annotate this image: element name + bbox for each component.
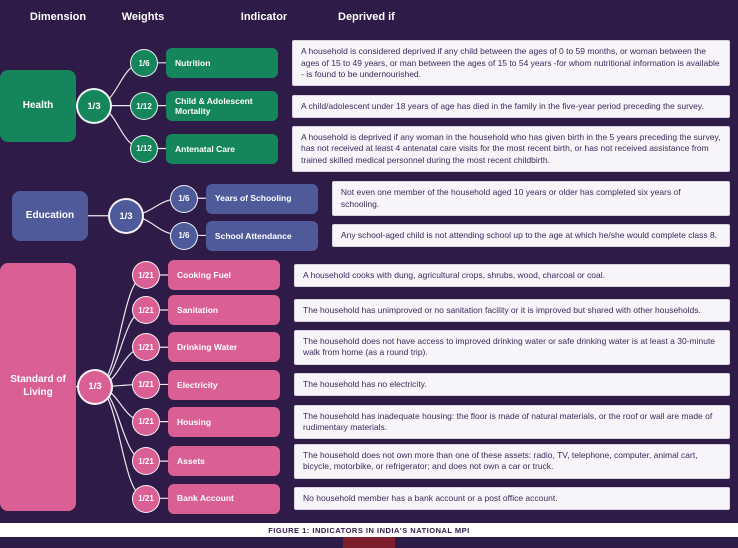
indicator-weight: 1/6 (169, 221, 198, 250)
indicator-weight: 1/6 (130, 49, 158, 78)
weight-column: 1/3 (100, 177, 152, 254)
deprivation-description: No household member has a bank account o… (294, 486, 730, 511)
indicator-box: Years of Schooling (205, 183, 318, 214)
dimension-group-education: Education 1/3 1/6 Years of Schooling Not… (0, 177, 738, 254)
indicator-weight: 1/21 (132, 333, 161, 362)
indicator-box: Antenatal Care (166, 133, 278, 164)
indicator-rows: 1/6 Nutrition A household is considered … (112, 36, 738, 175)
indicator-row-cooking-fuel: 1/21 Cooking Fuel A household cooks with… (114, 260, 738, 291)
indicator-weight: 1/21 (132, 296, 161, 325)
deprivation-description: The household does not own more than one… (294, 444, 730, 479)
indicator-row-bank-account: 1/21 Bank Account No household member ha… (114, 483, 738, 514)
logo-block (343, 537, 395, 548)
header-deprived-if: Deprived if (338, 11, 395, 23)
header-indicator: Indicator (240, 11, 288, 23)
indicator-weight: 1/12 (130, 134, 158, 163)
dimension-box-education: Education (11, 191, 88, 241)
dimension-weight-education: 1/3 (107, 198, 144, 234)
indicator-row-nutrition: 1/6 Nutrition A household is considered … (112, 40, 738, 87)
dimension-column: Standard of Living (0, 256, 76, 517)
deprivation-description: The household has unimproved or no sanit… (294, 298, 730, 322)
indicator-weight: 1/6 (169, 184, 198, 213)
indicator-row-antenatal-care: 1/12 Antenatal Care A household is depri… (112, 126, 738, 172)
deprivation-description: The household has no electricity. (294, 373, 730, 397)
dimension-group-standard-of-living: Standard of Living 1/3 1/21 Cooking Fuel… (0, 256, 738, 517)
indicator-rows: 1/6 Years of Schooling Not even one memb… (152, 177, 738, 254)
dimension-weight-health: 1/3 (76, 88, 112, 125)
weight-column: 1/3 (76, 36, 112, 175)
column-headers: Dimension Weights Indicator Deprived if (0, 9, 738, 33)
dimension-weight-standard-of-living: 1/3 (77, 368, 114, 405)
indicator-box: Assets (168, 446, 281, 477)
dimension-box-standard-of-living: Standard of Living (0, 263, 76, 511)
dimension-column: Education (0, 177, 100, 254)
deprivation-description: Not even one member of the household age… (331, 181, 730, 216)
figure-footer: FIGURE 1: INDICATORS IN INDIA'S NATIONAL… (0, 523, 738, 548)
deprivation-description: A household is considered deprived if an… (292, 40, 730, 87)
header-weights: Weights (121, 11, 165, 23)
dimension-groups: Health 1/3 1/6 Nutrition A household is … (0, 33, 738, 523)
indicator-row-years-of-schooling: 1/6 Years of Schooling Not even one memb… (152, 181, 738, 216)
dimension-column: Health (0, 36, 76, 175)
indicator-weight: 1/21 (132, 261, 161, 290)
weight-column: 1/3 (76, 256, 114, 517)
header-dimension: Dimension (29, 11, 87, 23)
indicator-weight: 1/21 (132, 407, 161, 436)
indicator-row-child-adolescent-mortality: 1/12 Child & Adolescent Mortality A chil… (112, 91, 738, 122)
indicator-box: Cooking Fuel (168, 260, 281, 291)
indicator-weight: 1/21 (132, 370, 161, 399)
deprivation-description: Any school-aged child is not attending s… (331, 224, 730, 248)
indicator-row-sanitation: 1/21 Sanitation The household has unimpr… (114, 295, 738, 326)
dimension-group-health: Health 1/3 1/6 Nutrition A household is … (0, 36, 738, 175)
indicator-box: Child & Adolescent Mortality (166, 91, 278, 122)
deprivation-description: A household is deprived if any woman in … (292, 126, 730, 172)
indicator-box: Bank Account (168, 483, 281, 514)
indicator-box: Drinking Water (168, 332, 281, 363)
indicator-row-housing: 1/21 Housing The household has inadequat… (114, 404, 738, 440)
caption-bar: FIGURE 1: INDICATORS IN INDIA'S NATIONAL… (0, 523, 738, 537)
dimension-box-health: Health (0, 70, 76, 143)
deprivation-description: The household has inadequate housing: th… (294, 404, 730, 440)
indicator-box: Electricity (168, 369, 281, 400)
indicator-box: Nutrition (166, 48, 278, 79)
indicator-box: Housing (168, 406, 281, 437)
deprivation-description: A child/adolescent under 18 years of age… (292, 94, 730, 118)
indicator-row-school-attendance: 1/6 School Attendance Any school-aged ch… (152, 220, 738, 251)
indicator-row-assets: 1/21 Assets The household does not own m… (114, 444, 738, 479)
figure-caption: FIGURE 1: INDICATORS IN INDIA'S NATIONAL… (268, 525, 470, 535)
deprivation-description: A household cooks with dung, agricultura… (294, 263, 730, 287)
indicator-rows: 1/21 Cooking Fuel A household cooks with… (114, 256, 738, 517)
indicator-weight: 1/12 (130, 92, 158, 121)
indicator-weight: 1/21 (132, 484, 161, 513)
indicator-weight: 1/21 (132, 447, 161, 476)
indicator-box: School Attendance (205, 220, 318, 251)
indicator-box: Sanitation (168, 295, 281, 326)
indicator-row-electricity: 1/21 Electricity The household has no el… (114, 369, 738, 400)
deprivation-description: The household does not have access to im… (294, 330, 730, 365)
indicator-row-drinking-water: 1/21 Drinking Water The household does n… (114, 330, 738, 365)
